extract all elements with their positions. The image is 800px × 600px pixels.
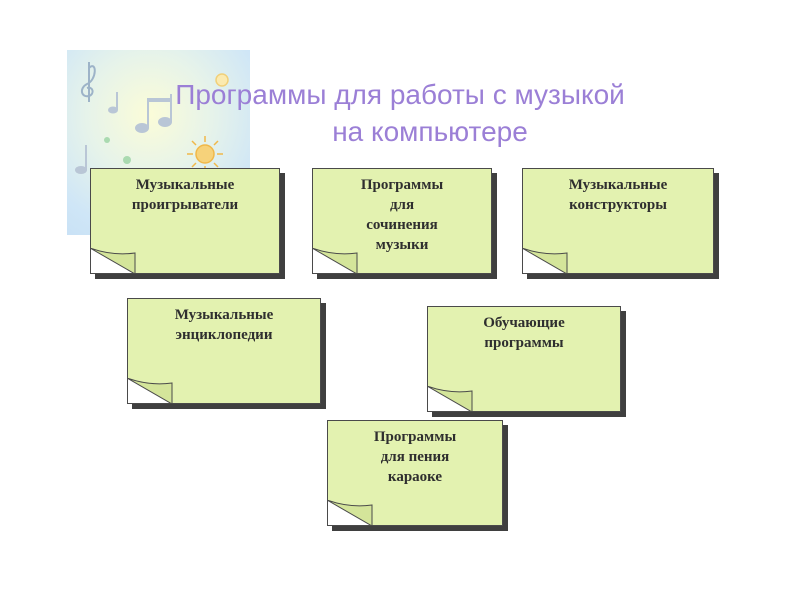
card-composing-programs: Программы для сочинения музыки [312,168,492,274]
card-line: караоке [328,467,502,487]
title-line-2: на компьютере [0,113,800,150]
card-music-constructors: Музыкальные конструкторы [522,168,714,274]
card-line: Программы [328,427,502,447]
card-karaoke-programs: Программы для пения караоке [327,420,503,526]
card-line: Обучающие [428,313,620,333]
card-line: Музыкальные [523,175,713,195]
card-line: программы [428,333,620,353]
card-line: сочинения [313,215,491,235]
folded-corner-icon [90,248,138,274]
title-line-1: Программы для работы с музыкой [0,76,800,113]
card-line: Музыкальные [91,175,279,195]
folded-corner-icon [127,378,175,404]
folded-corner-icon [522,248,570,274]
folded-corner-icon [427,386,475,412]
card-music-players: Музыкальные проигрыватели [90,168,280,274]
diagram-title: Программы для работы с музыкой на компью… [0,76,800,150]
card-line: Музыкальные [128,305,320,325]
folded-corner-icon [327,500,375,526]
card-learning-programs: Обучающие программы [427,306,621,412]
card-line: конструкторы [523,195,713,215]
card-line: проигрыватели [91,195,279,215]
card-line: Программы [313,175,491,195]
card-line: энциклопедии [128,325,320,345]
folded-corner-icon [312,248,360,274]
card-line: для [313,195,491,215]
card-music-encyclopedias: Музыкальные энциклопедии [127,298,321,404]
card-line: для пения [328,447,502,467]
